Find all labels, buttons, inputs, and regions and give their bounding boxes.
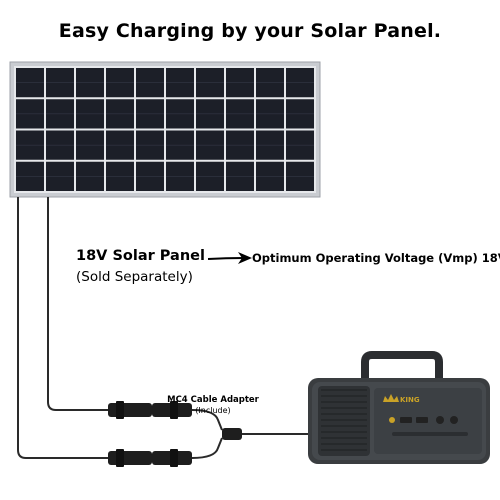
panel-subtitle: (Sold Separately) <box>76 269 193 285</box>
dc-port <box>450 416 458 424</box>
usb-port <box>400 417 412 423</box>
brand-label: KING <box>400 396 420 404</box>
power-button[interactable] <box>389 417 395 423</box>
mc4-connector-bottom <box>108 449 192 467</box>
panel-cables <box>17 197 108 459</box>
crown-logo-icon <box>383 394 399 402</box>
power-station: KING <box>308 351 490 464</box>
adapter-title: MC4 Cable Adapter <box>167 395 259 405</box>
arrow-right-icon <box>208 252 252 264</box>
mc4-connector-top <box>108 401 192 419</box>
usb-port <box>416 417 428 423</box>
y-splitter <box>222 428 242 440</box>
adapter-cables <box>191 409 308 459</box>
adapter-subtitle: (Include) <box>195 406 231 415</box>
solar-panel <box>9 61 321 198</box>
vmp-text: Optimum Operating Voltage (Vmp) 18V <box>252 251 500 265</box>
panel-title: 18V Solar Panel <box>76 248 205 264</box>
dc-port <box>436 416 444 424</box>
headline: Easy Charging by your Solar Panel. <box>58 20 442 42</box>
